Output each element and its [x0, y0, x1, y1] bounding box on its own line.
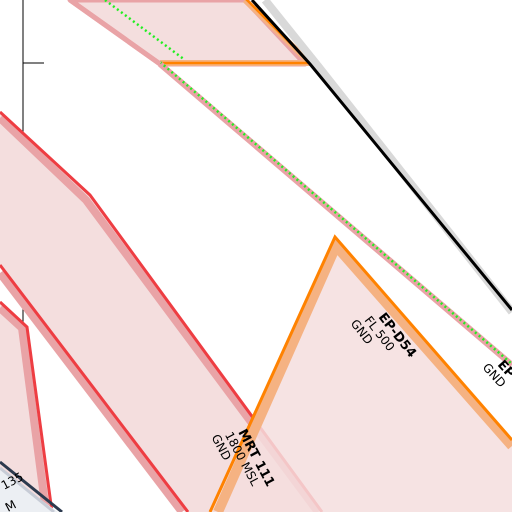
boundary-line: [250, 0, 512, 315]
restricted-band-lower-border: [0, 264, 190, 512]
boundary-black-line: [250, 0, 512, 311]
restricted-area-left-band[interactable]: [0, 110, 324, 512]
danger-area-halo: [213, 236, 512, 512]
restricted-corridor[interactable]: [68, 0, 512, 392]
restricted-small-halo: [0, 305, 50, 512]
danger-area-ep-d54[interactable]: [208, 234, 512, 512]
restricted-upper-edge-halo: [68, 0, 162, 67]
boundary-lower-halo: [0, 466, 55, 512]
danger-area-fill: [212, 237, 512, 512]
restricted-area-small[interactable]: [0, 300, 54, 512]
restricted-corridor-edge-halo: [158, 61, 512, 368]
restricted-band-lower-halo: [0, 270, 186, 512]
green-dotted-boundary-upper: [104, 0, 186, 61]
boundary-line-lower: 135 M: [0, 460, 63, 512]
restricted-band-upper-border: [0, 110, 324, 512]
restricted-band-upper-halo: [0, 115, 322, 512]
boundary-lower-line: [0, 460, 63, 512]
green-dotted-boundary: [159, 61, 512, 365]
restricted-small-border: [0, 300, 54, 512]
danger-area-border: [208, 234, 512, 512]
